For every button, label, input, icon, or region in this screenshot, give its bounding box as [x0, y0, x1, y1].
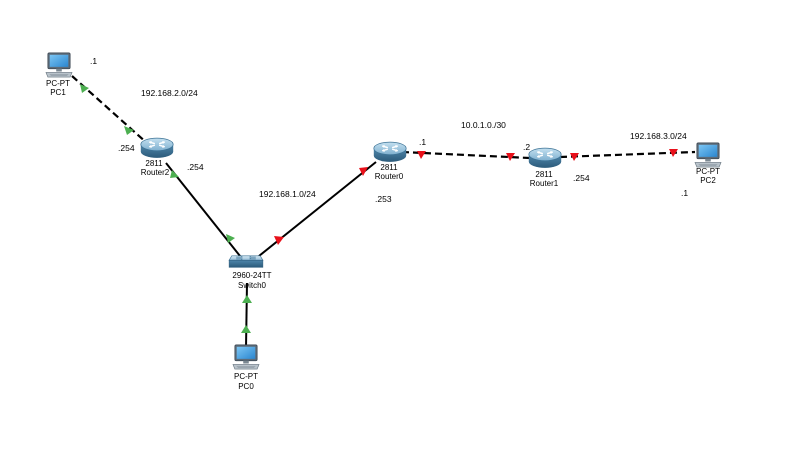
pc-icon [232, 344, 260, 370]
status-up-icon [170, 170, 179, 178]
device-model: PC-PT [696, 167, 720, 176]
device-name: Router2 [141, 168, 170, 177]
device-model: PC-PT [234, 372, 258, 381]
network-label-192-168-1: 192.168.1.0/24 [259, 189, 316, 199]
switch-icon [228, 255, 264, 268]
device-switch0[interactable]: 2960-24TT Switch0 [228, 255, 272, 290]
router-icon [140, 137, 174, 159]
status-up-icon [241, 325, 251, 333]
device-router1[interactable]: 2811 Router1 [528, 147, 562, 188]
device-pc0[interactable]: PC-PT PC0 [232, 344, 260, 391]
status-down-icon [359, 167, 368, 176]
device-router2[interactable]: 2811 Router2 [140, 137, 174, 177]
status-up-icon [80, 84, 89, 93]
device-pc1[interactable]: PC-PT PC1 [45, 52, 73, 97]
router-icon [373, 141, 407, 163]
status-down-icon [274, 236, 284, 245]
device-name: PC1 [50, 88, 66, 97]
network-label-192-168-3: 192.168.3.0/24 [630, 131, 687, 141]
network-label-10-0-1: 10.0.1.0./30 [461, 120, 506, 130]
device-pc2[interactable]: PC-PT PC2 [694, 142, 722, 185]
device-model: 2811 [535, 170, 553, 179]
address-router2-pc: .254 [118, 143, 135, 153]
link-switch0-router0[interactable] [258, 161, 377, 257]
address-router1-pc: .254 [573, 173, 590, 183]
address-router2-switch: .254 [187, 162, 204, 172]
status-down-icon [669, 149, 678, 157]
device-name: Switch0 [238, 281, 267, 290]
pc-icon [45, 52, 73, 78]
address-pc1: .1 [90, 56, 97, 66]
device-model: 2811 [145, 159, 163, 168]
device-model: 2811 [380, 163, 398, 172]
device-model: PC-PT [46, 79, 70, 88]
device-router0[interactable]: 2811 Router0 [373, 141, 407, 181]
address-router0-switch: .253 [375, 194, 392, 204]
pc-icon [694, 142, 722, 168]
status-down-icon [506, 153, 515, 161]
device-name: PC0 [238, 382, 254, 391]
device-name: Router1 [530, 179, 559, 188]
device-model: 2960-24TT [232, 271, 271, 280]
address-router1-serial: .2 [523, 142, 530, 152]
router-icon [528, 147, 562, 169]
device-name: PC2 [700, 176, 716, 185]
status-up-icon [242, 295, 252, 303]
device-name: Router0 [375, 172, 404, 181]
address-router0-serial: .1 [419, 137, 426, 147]
status-up-icon [124, 126, 134, 135]
links-layer [71, 75, 696, 349]
link-status-layer [80, 84, 678, 333]
status-down-icon [570, 153, 579, 161]
status-down-icon [417, 151, 426, 159]
status-up-icon [226, 234, 235, 243]
link-pc0-switch0[interactable] [245, 282, 248, 349]
address-pc2: .1 [681, 188, 688, 198]
network-label-192-168-2: 192.168.2.0/24 [141, 88, 198, 98]
